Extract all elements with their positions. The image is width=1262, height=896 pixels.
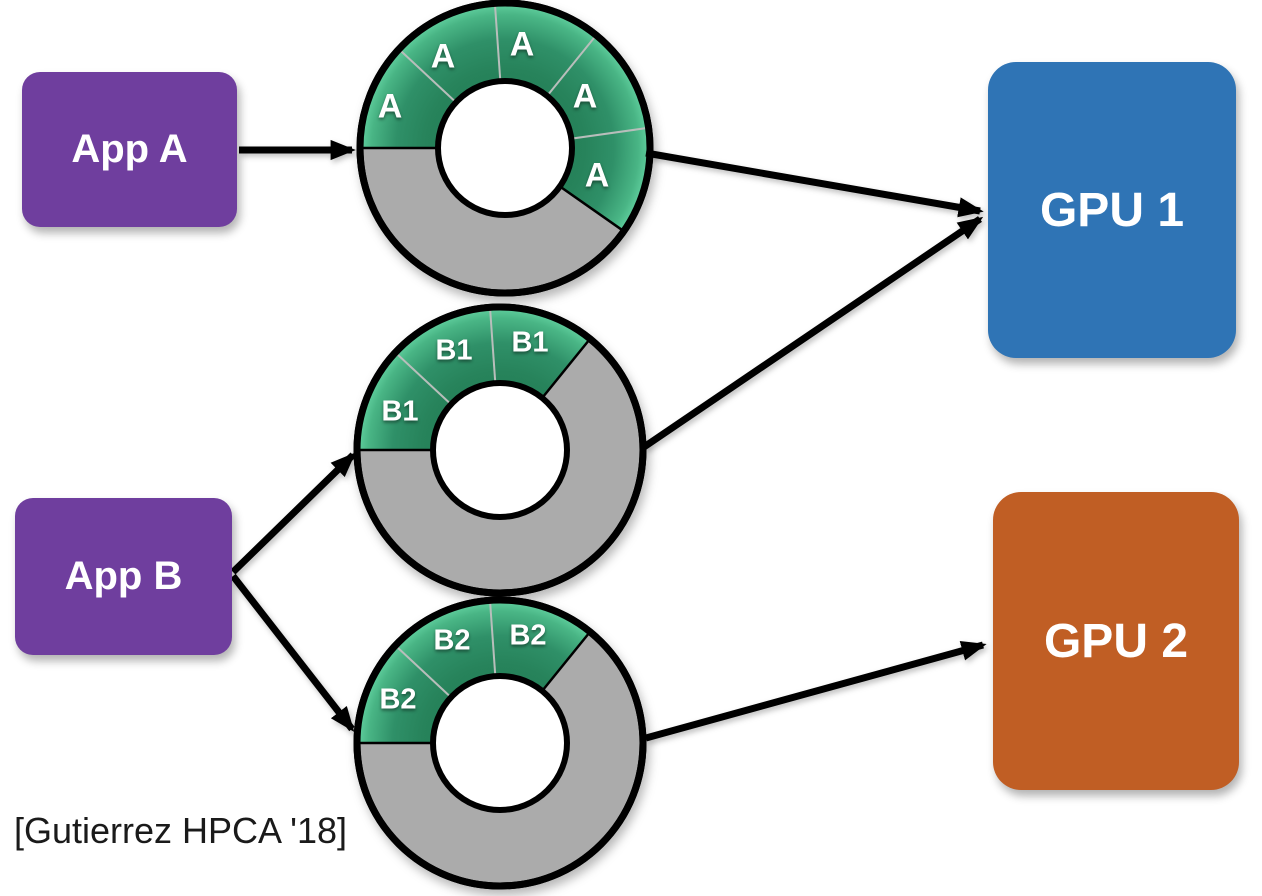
app-b-label: App B [64, 554, 183, 598]
arrow-queue-a-to-gpu-1 [645, 149, 984, 218]
gpu-1-label: GPU 1 [1039, 183, 1185, 237]
queue-a-ring [356, 0, 654, 297]
app-b-box: App B [15, 498, 232, 655]
queue-b1-ring [353, 303, 647, 597]
arrow-app-b-to-queue-b2 [230, 573, 355, 732]
queue-b2-outer-rim [353, 596, 647, 890]
arrow-queue-b2-to-gpu-2 [645, 640, 987, 742]
citation-text: [Gutierrez HPCA '18] [14, 810, 347, 851]
gpu-2-label: GPU 2 [1043, 614, 1189, 668]
arrow-queue-b1-to-gpu-1 [642, 216, 984, 450]
gpu-2-box: GPU 2 [993, 492, 1239, 790]
queue-b1-outer-rim [353, 303, 647, 597]
queue-a-outer-rim [356, 0, 654, 297]
queue-a-inner-hole [435, 78, 575, 218]
arrow-app-b-to-queue-b1 [230, 452, 356, 575]
queue-b2-ring [353, 596, 647, 890]
connection-arrows [230, 139, 987, 742]
gpu-1-box: GPU 1 [988, 62, 1236, 358]
app-a-label: App A [71, 127, 188, 171]
queue-b2-inner-hole [430, 673, 570, 813]
queue-b1-inner-hole [430, 380, 570, 520]
app-a-box: App A [22, 72, 237, 227]
